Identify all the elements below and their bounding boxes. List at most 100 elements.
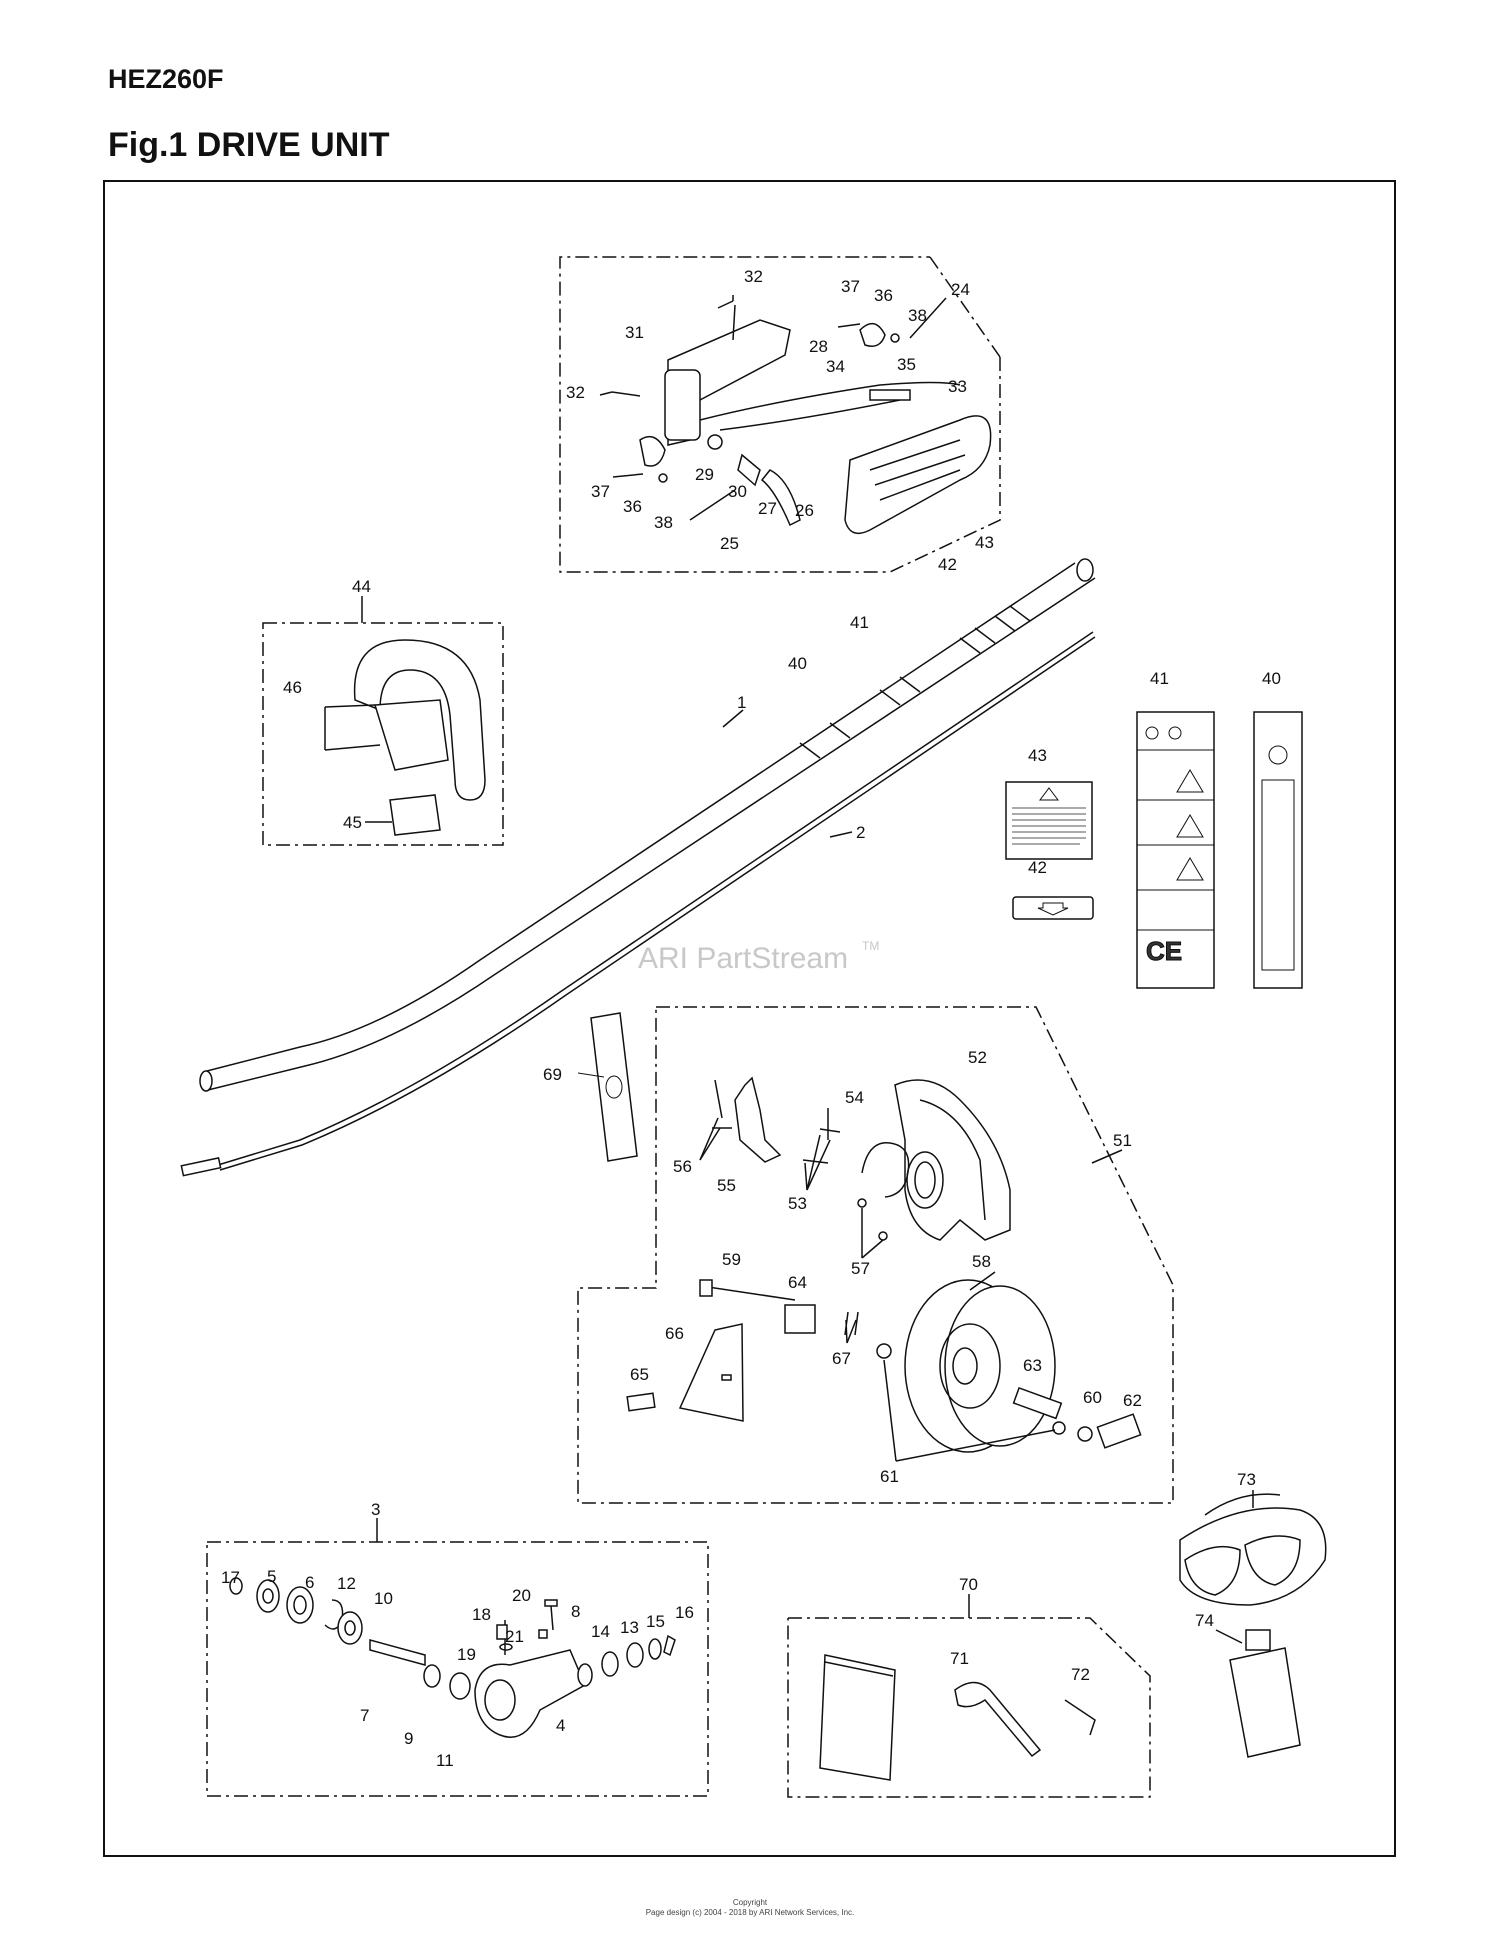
callout-44: 44 <box>352 577 371 596</box>
drive-tube-group <box>180 558 1096 1177</box>
callout-56: 56 <box>673 1157 692 1176</box>
callout-54: 54 <box>845 1088 864 1107</box>
loop-handle-44 <box>353 639 486 801</box>
callout-11: 11 <box>436 1751 454 1770</box>
callout-73: 73 <box>1237 1470 1256 1489</box>
callout-65: 65 <box>630 1365 649 1384</box>
callout-5: 5 <box>267 1567 276 1586</box>
throttle-cable-34 <box>699 381 961 421</box>
bolt-20 <box>544 1599 558 1607</box>
callout-3: 3 <box>371 1500 380 1519</box>
callout-8: 8 <box>571 1602 580 1621</box>
watermark-tm: TM <box>862 939 879 953</box>
callout-46: 46 <box>283 678 302 697</box>
callout-67: 67 <box>832 1349 851 1368</box>
throttle-lever-26 <box>760 469 801 527</box>
oil-bottle-74 <box>1215 1629 1301 1758</box>
callout-34: 34 <box>826 357 845 376</box>
handle-left-half <box>667 319 791 446</box>
edger-guard-group <box>577 1006 1174 1504</box>
watermark: ARI PartStream <box>638 942 848 975</box>
callout-38-top: 38 <box>908 306 927 325</box>
nut-65 <box>626 1392 656 1412</box>
callout-13: 13 <box>620 1618 639 1637</box>
bolt-59 <box>707 1286 796 1301</box>
bearing-10 <box>337 1611 363 1645</box>
loop-handle-group <box>262 596 504 846</box>
screw-21 <box>538 1629 548 1639</box>
callout-6: 6 <box>305 1573 314 1592</box>
callout-24: 24 <box>951 280 970 299</box>
washer-5 <box>256 1579 280 1613</box>
nut-17 <box>229 1577 243 1595</box>
hex-key-72 <box>1064 1699 1096 1736</box>
callout-60: 60 <box>1083 1388 1102 1407</box>
callout-7: 7 <box>360 1706 369 1725</box>
handle-assembly-group <box>559 256 1001 573</box>
washer-6 <box>286 1586 314 1624</box>
callout-57: 57 <box>851 1259 870 1278</box>
callout-layer: 1 2 3 4 5 6 7 8 9 10 11 12 13 14 15 16 1… <box>221 267 1281 1770</box>
callout-32-left: 32 <box>566 383 585 402</box>
copyright-line-1: Copyright <box>732 1898 768 1907</box>
plate-55 <box>734 1076 782 1163</box>
callout-40-tube: 40 <box>788 654 807 673</box>
manual-bag <box>819 1654 896 1781</box>
gear-case-4 <box>474 1649 586 1738</box>
callout-63: 63 <box>1023 1356 1042 1375</box>
callout-37-top: 37 <box>841 277 860 296</box>
callout-2: 2 <box>856 823 865 842</box>
callout-35: 35 <box>897 355 916 374</box>
callout-25: 25 <box>720 534 739 553</box>
shaft-end <box>180 1157 222 1177</box>
callout-17: 17 <box>221 1568 240 1587</box>
callout-51: 51 <box>1113 1131 1132 1150</box>
callout-21: 21 <box>505 1627 524 1646</box>
callout-59: 59 <box>722 1250 741 1269</box>
clamp-45 <box>389 794 441 836</box>
callout-74: 74 <box>1195 1611 1214 1630</box>
callout-4: 4 <box>556 1716 565 1735</box>
callout-66: 66 <box>665 1324 684 1343</box>
copyright-line-2: Page design (c) 2004 - 2018 by ARI Netwo… <box>645 1908 855 1917</box>
callout-55: 55 <box>717 1176 736 1195</box>
callout-27: 27 <box>758 499 777 518</box>
bearing-11 <box>449 1672 471 1700</box>
callout-16: 16 <box>675 1603 694 1622</box>
callout-9: 9 <box>404 1729 413 1748</box>
callout-43-decal: 43 <box>1028 746 1047 765</box>
callout-18: 18 <box>472 1605 491 1624</box>
group-border-44 <box>262 622 504 846</box>
callout-30: 30 <box>728 482 747 501</box>
diagram-frame <box>103 180 1396 1857</box>
bracket-64 <box>784 1304 816 1334</box>
callout-20: 20 <box>512 1586 531 1605</box>
model-number: HEZ260F <box>108 64 224 94</box>
group-border-3 <box>206 1541 709 1797</box>
clamp-36a <box>859 322 886 347</box>
callout-70: 70 <box>959 1575 978 1594</box>
tool-kit-group <box>787 1594 1151 1798</box>
callout-33: 33 <box>948 377 967 396</box>
callout-58: 58 <box>972 1252 991 1271</box>
callout-42-tube: 42 <box>938 555 957 574</box>
gear-head-group <box>206 1518 709 1797</box>
callout-12: 12 <box>337 1574 356 1593</box>
callout-69: 69 <box>543 1065 562 1084</box>
ring-15 <box>648 1638 662 1660</box>
group-border-24 <box>559 256 1001 573</box>
drive-tube-1 <box>202 562 1076 1073</box>
callout-41-decal: 41 <box>1150 669 1169 688</box>
loop-base <box>374 699 449 771</box>
group-border-70 <box>787 1617 1151 1798</box>
callout-28: 28 <box>809 337 828 356</box>
drive-shaft-2 <box>217 631 1094 1166</box>
bearing-14 <box>601 1651 619 1677</box>
callout-43-tube: 43 <box>975 533 994 552</box>
callout-71: 71 <box>950 1649 969 1668</box>
callout-62: 62 <box>1123 1391 1142 1410</box>
decal-42 <box>1012 896 1094 920</box>
callout-36-left: 36 <box>623 497 642 516</box>
lock-lever-30 <box>737 453 761 487</box>
